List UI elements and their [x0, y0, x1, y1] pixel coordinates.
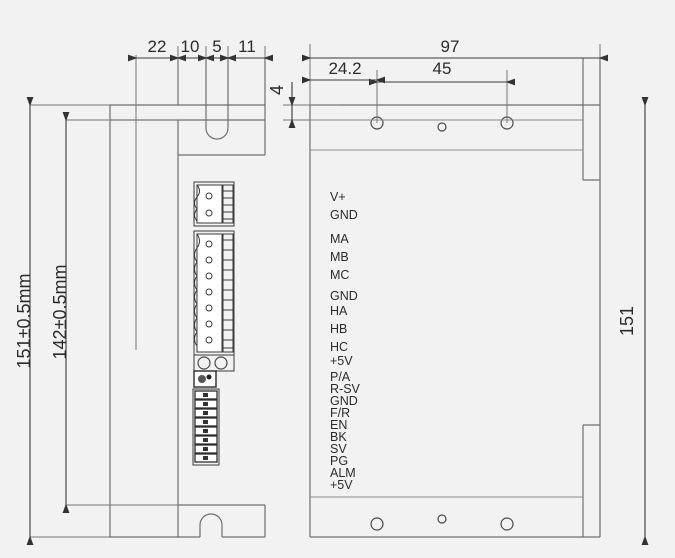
dim-45: 45 [433, 59, 452, 78]
terminal-label-sv: SV [330, 442, 347, 456]
bottom-notch [199, 513, 223, 537]
terminal-label-gnd-3: GND [330, 394, 358, 408]
mount-hole-bottom-right [500, 517, 514, 531]
terminal-label-pg: PG [330, 454, 348, 468]
dim-22: 22 [148, 37, 167, 56]
terminal-label-gnd-2: GND [330, 289, 358, 303]
terminal-label-5v-2: +5V [330, 478, 353, 492]
front-view: 97 24.2 45 4 151 V+ GND MA MB [267, 37, 645, 537]
terminal-label-r-sv: R-SV [330, 382, 361, 396]
side-connector-assembly [192, 181, 235, 466]
dim-4: 4 [267, 85, 287, 95]
dim-mount-height: 142±0.5mm [50, 265, 70, 360]
front-view-top-dimensions: 97 24.2 45 [310, 37, 600, 123]
mount-hole-bottom-center [437, 514, 447, 524]
terminal-label-en: EN [330, 418, 347, 432]
side-view: 22 10 5 11 151±0.5mm 142±0.5mm [14, 37, 265, 537]
terminal-label-5v-1: +5V [330, 354, 353, 368]
mount-hole-bottom-left [370, 517, 384, 531]
dim-97: 97 [441, 37, 460, 56]
terminal-label-ma: MA [330, 232, 349, 246]
terminal-label-pa: P/A [330, 370, 351, 384]
mounting-slot [205, 58, 229, 140]
terminal-label-list: V+ GND MA MB MC GND HA HB HC +5V P/A R-S… [330, 190, 361, 492]
dim-5: 5 [212, 37, 221, 56]
terminal-label-ha: HA [330, 304, 348, 318]
connector-block-power [193, 181, 235, 227]
dim-24-2: 24.2 [328, 59, 361, 78]
side-view-top-dimensions: 22 10 5 11 [136, 37, 265, 350]
terminal-label-v-plus: V+ [330, 190, 346, 204]
dim-10: 10 [181, 37, 200, 56]
terminal-label-hb: HB [330, 322, 347, 336]
front-view-right-dimension: 151 [617, 105, 645, 537]
terminal-label-hc: HC [330, 340, 348, 354]
dim-11: 11 [238, 37, 256, 56]
terminal-label-fr: F/R [330, 406, 350, 420]
dim-overall-height: 151±0.5mm [14, 274, 34, 369]
terminal-label-mb: MB [330, 250, 349, 264]
front-view-flange-dimension: 4 [267, 82, 583, 120]
side-view-left-dimensions: 151±0.5mm 142±0.5mm [14, 105, 178, 537]
mount-hole-top-center [437, 122, 447, 132]
side-terminal-stack [194, 390, 218, 463]
terminal-label-bk: BK [330, 430, 347, 444]
dim-151: 151 [617, 306, 637, 336]
terminal-label-mc: MC [330, 268, 349, 282]
terminal-label-alm: ALM [330, 466, 356, 480]
terminal-label-gnd-1: GND [330, 208, 358, 222]
